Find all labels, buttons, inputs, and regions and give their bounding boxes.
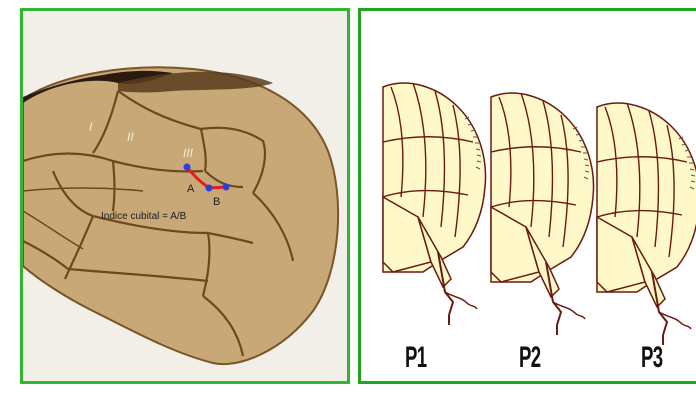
wing-panel: I II III A B Indice cubital = A/B	[20, 8, 350, 384]
cubital-index-label: Indice cubital = A/B	[101, 211, 187, 222]
leg-label-p1: P1	[405, 341, 427, 375]
leg-label-p2: P2	[519, 341, 541, 375]
leg-p3-drawing	[597, 103, 696, 345]
point-a-marker	[184, 164, 191, 171]
point-mid-marker	[206, 185, 213, 192]
point-b-label: B	[213, 196, 220, 208]
leg-label-p3: P3	[641, 341, 663, 375]
point-a-label: A	[187, 183, 195, 195]
leg-p1-drawing	[383, 83, 486, 325]
cell-label-2: II	[127, 130, 134, 144]
leg-p2-drawing	[491, 93, 594, 335]
wing-illustration: I II III A B Indice cubital = A/B	[23, 11, 347, 381]
point-b-marker	[223, 184, 230, 191]
leg-panel: P1 P2 P3	[358, 8, 696, 384]
legs-illustration	[361, 11, 696, 381]
cell-label-3: III	[183, 146, 194, 160]
